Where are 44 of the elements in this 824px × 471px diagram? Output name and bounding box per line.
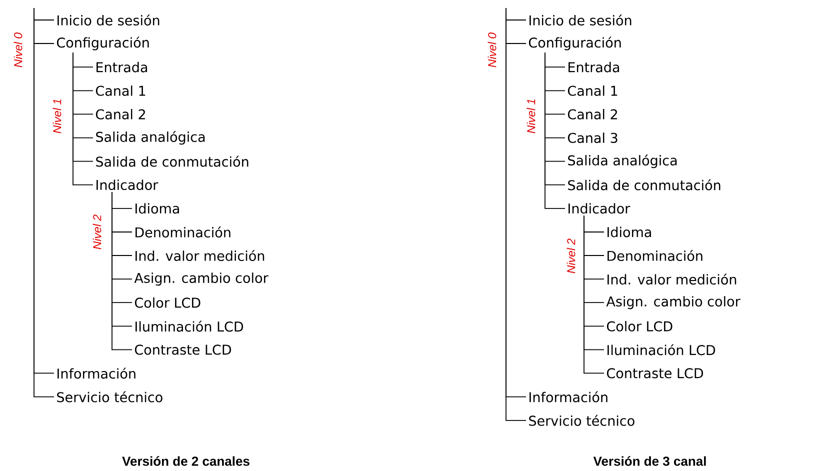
level-label: Nivel 2: [566, 238, 576, 274]
menu-item: Idioma: [136, 203, 179, 214]
menu-item: Iluminación LCD: [136, 320, 244, 332]
menu-item: Salida analógica: [568, 154, 677, 168]
menu-item: Denominación: [136, 226, 230, 238]
level-label: Nivel 0: [14, 32, 22, 68]
menu-item: Idioma: [608, 226, 651, 238]
menu-item: Información: [58, 368, 136, 379]
menu-item: Configuración: [528, 36, 621, 50]
menu-item: Salida de conmutación: [96, 156, 248, 167]
menu-item: Asign. cambio color: [606, 296, 740, 310]
tree-line: [72, 52, 94, 186]
caption: Versión de 3 canal: [593, 456, 706, 466]
menu-item: Servicio técnico: [57, 391, 162, 402]
menu-item: Canal 2: [96, 108, 146, 120]
menu-item: Canal 1: [568, 85, 618, 96]
menu-item: Ind. valor medición: [136, 250, 264, 261]
menu-item: Iluminación LCD: [608, 344, 716, 356]
caption: Versión de 2 canales: [122, 456, 250, 466]
menu-item: Color LCD: [606, 320, 672, 332]
menu-item: Salida analógica: [96, 131, 205, 145]
menu-item: Asign. cambio color: [134, 272, 268, 286]
menu-item: Información: [530, 391, 608, 402]
menu-item: Indicador: [96, 180, 158, 190]
menu-item: Entrada: [568, 62, 620, 72]
level-label: Nivel 2: [92, 214, 102, 250]
menu-item: Contraste LCD: [606, 368, 704, 378]
menu-item: Canal 2: [568, 108, 618, 120]
menu-item: Inicio de sesión: [58, 14, 160, 26]
menu-item: Salida de conmutación: [568, 179, 720, 190]
level-label: Nivel 1: [52, 99, 62, 134]
menu-item: Color LCD: [134, 297, 200, 308]
menu-item: Entrada: [96, 62, 148, 72]
menu-item: Canal 3: [568, 132, 618, 144]
menu-item: Indicador: [568, 203, 630, 214]
menu-item: Inicio de sesión: [530, 14, 632, 26]
level-label: Nivel 0: [488, 32, 496, 68]
level-label: Nivel 1: [526, 99, 536, 134]
menu-item: Denominación: [608, 250, 702, 261]
menu-item: Configuración: [56, 36, 149, 50]
menu-item: Ind. valor medición: [608, 274, 736, 285]
menu-item: Contraste LCD: [134, 344, 231, 355]
menu-item: Canal 1: [96, 85, 146, 96]
menu-item: Servicio técnico: [529, 414, 634, 426]
